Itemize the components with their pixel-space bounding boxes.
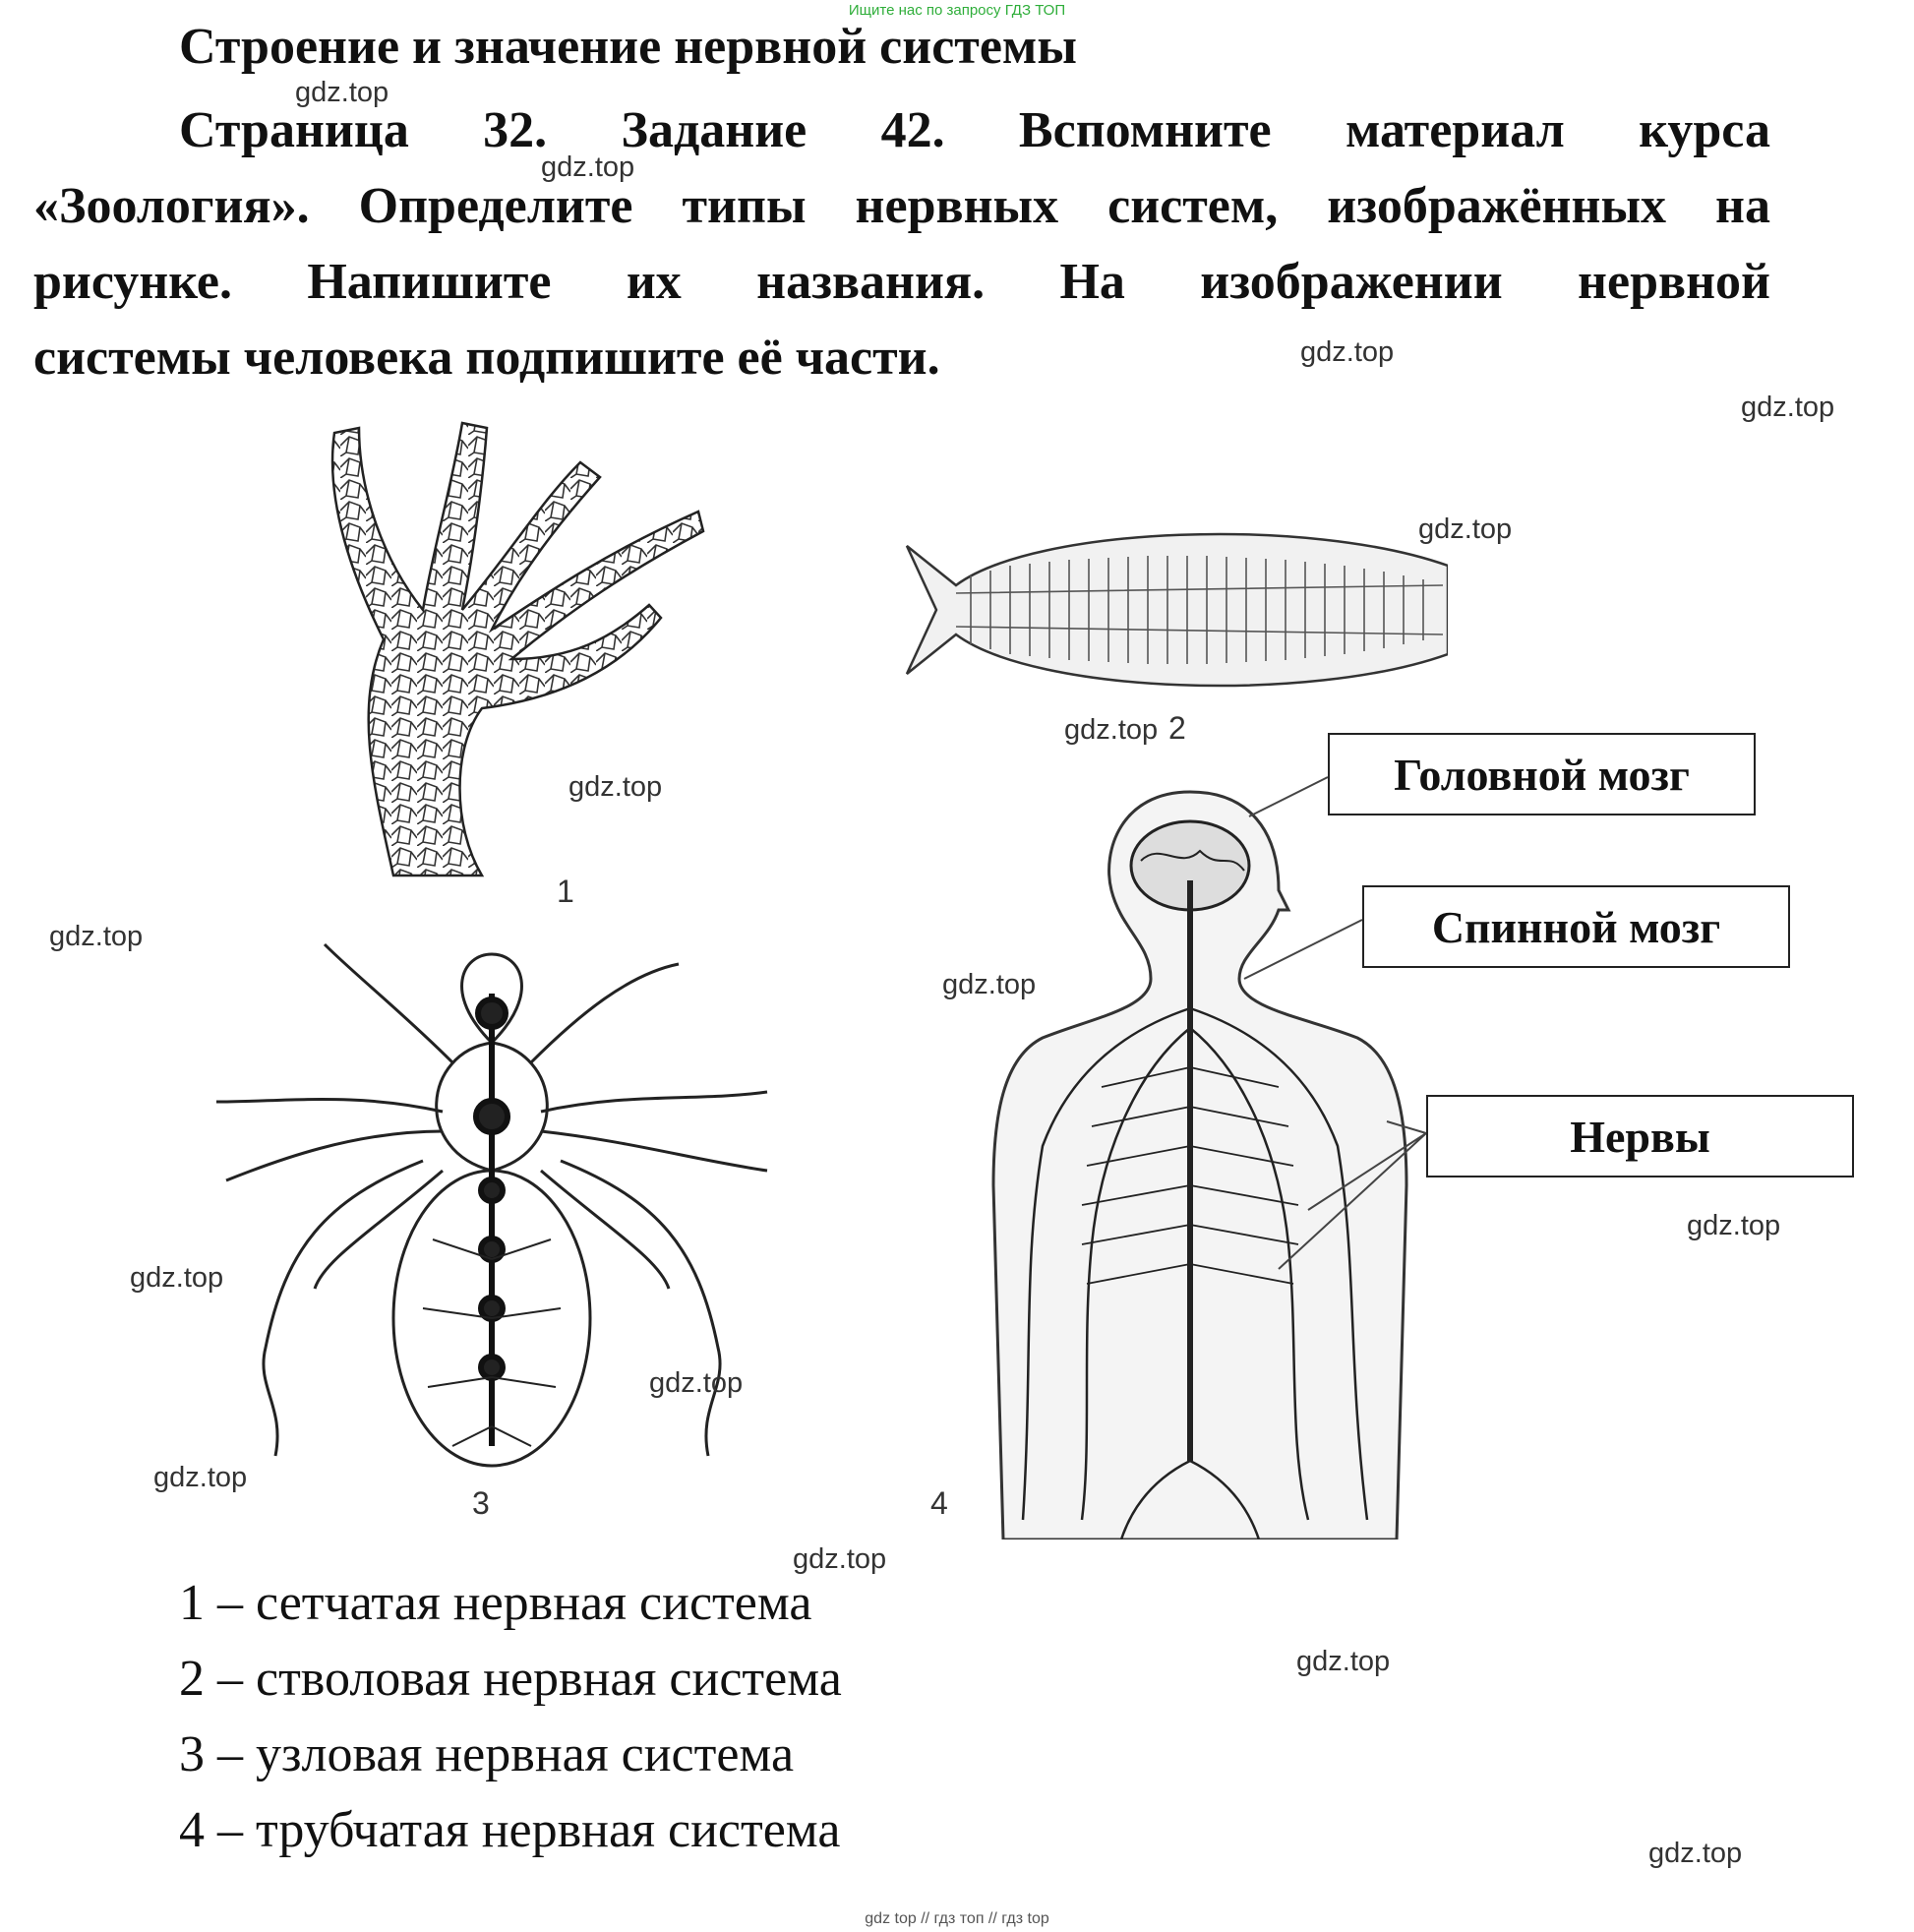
task-line-1: Страница 32. Задание 42. Вспомните матер…: [179, 102, 1770, 158]
watermark: gdz.top: [942, 969, 1037, 1000]
watermark: gdz.top: [1418, 513, 1513, 545]
watermark: gdz.top: [1741, 392, 1835, 423]
label-brain: Головной мозг: [1328, 733, 1756, 815]
answer-4: 4 – трубчатая нервная система: [179, 1802, 841, 1858]
watermark: gdz.top: [793, 1543, 887, 1575]
watermark: gdz.top: [1300, 336, 1395, 368]
hydra-illustration: [330, 421, 705, 877]
watermark: gdz.top: [153, 1462, 248, 1493]
answer-1: 1 – сетчатая нервная система: [179, 1575, 812, 1631]
answer-2: 2 – стволовая нервная система: [179, 1651, 842, 1707]
answer-3: 3 – узловая нервная система: [179, 1726, 795, 1782]
watermark: gdz.top: [568, 771, 663, 803]
figure-number-2: 2: [1168, 710, 1186, 746]
figure-number-4: 4: [930, 1485, 948, 1521]
watermark: gdz.top: [295, 77, 389, 108]
human-nervous-system-illustration: [991, 790, 1408, 1540]
figure-number-3: 3: [472, 1485, 490, 1521]
task-line-4: системы человека подпишите её части.: [33, 330, 940, 386]
insect-illustration: [215, 942, 768, 1468]
task-line-3: рисунке. Напишите их названия. На изобра…: [33, 254, 1770, 310]
figure-number-1: 1: [557, 874, 574, 909]
page-title: Строение и значение нервной системы: [179, 19, 1077, 75]
label-spinal-cord: Спинной мозг: [1362, 885, 1790, 968]
top-note: Ищите нас по запросу ГДЗ ТОП: [848, 2, 1066, 19]
watermark: gdz.top: [1648, 1838, 1743, 1869]
watermark: gdz.top: [1296, 1646, 1391, 1677]
task-line-2: «Зоология». Определите типы нервных сист…: [33, 178, 1770, 234]
label-nerves: Нервы: [1426, 1095, 1854, 1177]
watermark: gdz.top: [541, 151, 635, 183]
watermark: gdz.top: [49, 921, 144, 952]
task-text: Страница 32. Задание 42. Вспомните матер…: [33, 92, 1770, 395]
footer: gdz top // гдз топ // гдз top: [865, 1910, 1049, 1927]
watermark: gdz.top: [130, 1262, 224, 1294]
watermark: gdz.top: [1687, 1210, 1781, 1241]
flatworm-illustration: [905, 532, 1448, 688]
watermark: gdz.top: [1064, 714, 1159, 746]
watermark: gdz.top: [649, 1367, 744, 1399]
